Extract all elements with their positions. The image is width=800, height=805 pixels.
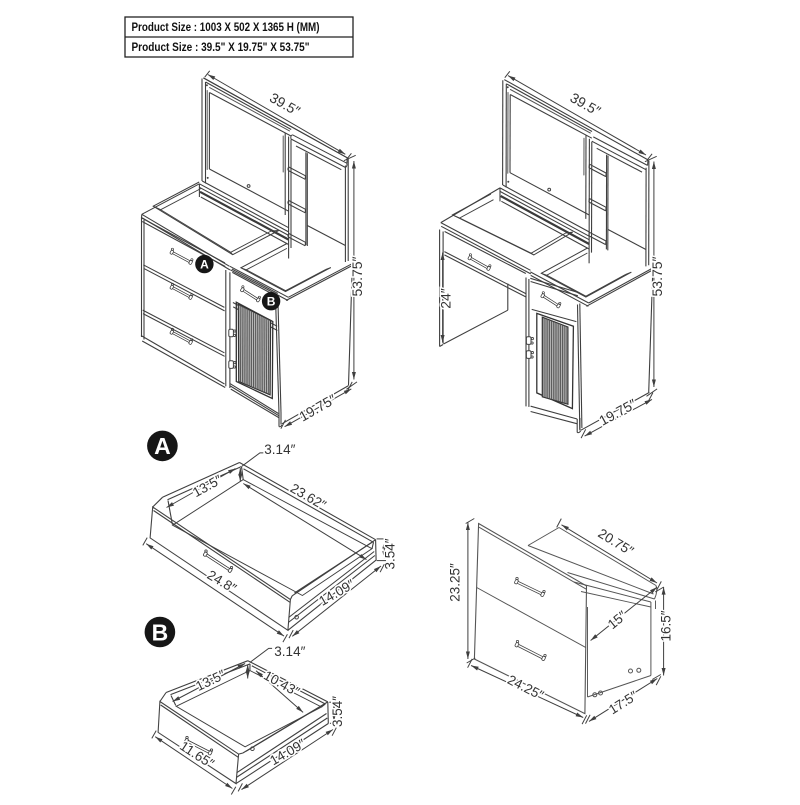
svg-text:3.54″: 3.54″ xyxy=(383,538,398,569)
svg-text:Product Size : 39.5" X 19.75": Product Size : 39.5" X 19.75" X 53.75" xyxy=(132,40,310,54)
svg-text:3.14″: 3.14″ xyxy=(264,442,295,457)
svg-text:53.75″: 53.75″ xyxy=(649,256,665,296)
svg-text:A: A xyxy=(200,257,209,271)
svg-text:24″: 24″ xyxy=(438,288,454,309)
svg-text:A: A xyxy=(154,433,171,459)
svg-text:16.5″: 16.5″ xyxy=(658,610,673,641)
svg-text:53.75″: 53.75″ xyxy=(349,256,365,296)
svg-text:23.25″: 23.25″ xyxy=(448,563,463,602)
svg-text:B: B xyxy=(152,619,169,645)
svg-text:B: B xyxy=(267,295,276,309)
svg-text:3.54″: 3.54″ xyxy=(330,696,345,727)
svg-text:Product Size : 1003 X 502 X 13: Product Size : 1003 X 502 X 1365 H (MM) xyxy=(132,20,320,34)
svg-text:3.14″: 3.14″ xyxy=(274,644,305,659)
